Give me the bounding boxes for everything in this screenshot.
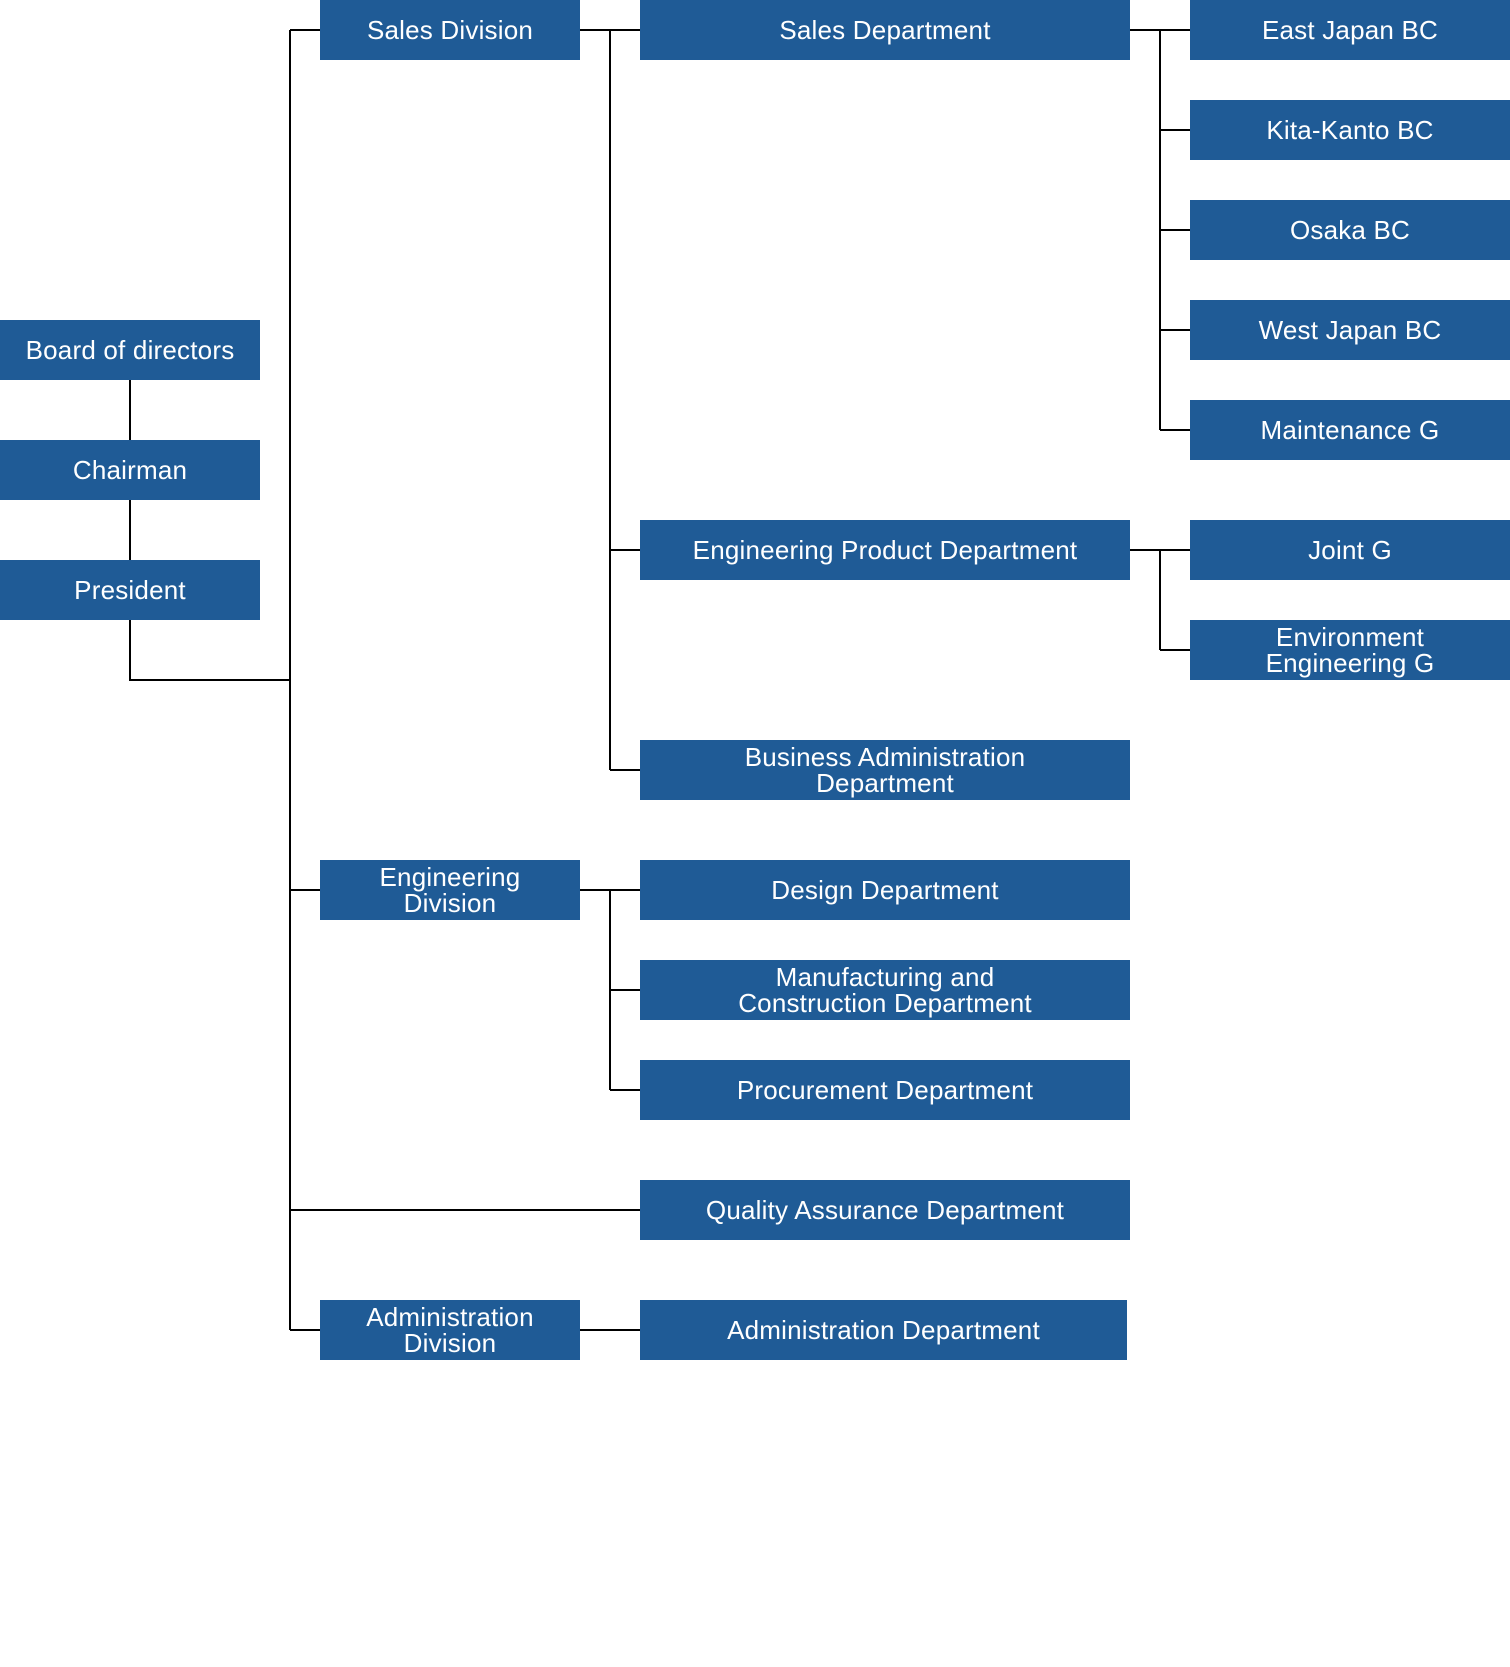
quality-assurance-department-label: Quality Assurance Department — [705, 1195, 1065, 1225]
engineering-division-box: Engineering Division — [320, 860, 580, 920]
sales-division-label: Sales Division — [366, 15, 534, 45]
sales-department-box: Sales Department — [640, 0, 1130, 60]
administration-division-box: Administration Division — [320, 1300, 580, 1360]
maintenance-g-box: Maintenance G — [1190, 400, 1510, 460]
environment-engineering-g-box: Environment Engineering G — [1190, 620, 1510, 680]
engineering-division-label: Engineering Division — [379, 862, 521, 918]
maintenance-g-label: Maintenance G — [1260, 415, 1440, 445]
business-administration-department-box: Business Administration Department — [640, 740, 1130, 800]
administration-department-label: Administration Department — [727, 1315, 1040, 1345]
east-japan-bc-label: East Japan BC — [1261, 15, 1439, 45]
sales-department-label: Sales Department — [779, 15, 991, 45]
east-japan-bc-box: East Japan BC — [1190, 0, 1510, 60]
president-label: President — [74, 575, 186, 605]
engineering-product-department-box: Engineering Product Department — [640, 520, 1130, 580]
manufacturing-construction-department-box: Manufacturing and Construction Departmen… — [640, 960, 1130, 1020]
osaka-bc-box: Osaka BC — [1190, 200, 1510, 260]
west-japan-bc-box: West Japan BC — [1190, 300, 1510, 360]
board-of-directors-box: Board of directors — [0, 320, 260, 380]
kita-kanto-bc-label: Kita-Kanto BC — [1266, 115, 1434, 145]
design-department-box: Design Department — [640, 860, 1130, 920]
quality-assurance-department-box: Quality Assurance Department — [640, 1180, 1130, 1240]
procurement-department-label: Procurement Department — [736, 1075, 1034, 1105]
chairman-label: Chairman — [72, 455, 188, 485]
design-department-label: Design Department — [771, 875, 999, 905]
board-of-directors-label: Board of directors — [25, 335, 235, 365]
chairman-box: Chairman — [0, 440, 260, 500]
joint-g-box: Joint G — [1190, 520, 1510, 580]
environment-engineering-g-label: Environment Engineering G — [1265, 622, 1435, 678]
business-administration-department-label: Business Administration Department — [744, 742, 1026, 798]
osaka-bc-label: Osaka BC — [1289, 215, 1411, 245]
manufacturing-construction-department-label: Manufacturing and Construction Departmen… — [738, 962, 1032, 1018]
sales-division-box: Sales Division — [320, 0, 580, 60]
president-box: President — [0, 560, 260, 620]
joint-g-label: Joint G — [1308, 535, 1392, 565]
procurement-department-box: Procurement Department — [640, 1060, 1130, 1120]
engineering-product-department-label: Engineering Product Department — [692, 535, 1078, 565]
kita-kanto-bc-box: Kita-Kanto BC — [1190, 100, 1510, 160]
connector-president-trunk — [129, 620, 290, 681]
west-japan-bc-label: West Japan BC — [1258, 315, 1442, 345]
administration-division-label: Administration Division — [366, 1302, 534, 1358]
administration-department-box: Administration Department — [640, 1300, 1127, 1360]
